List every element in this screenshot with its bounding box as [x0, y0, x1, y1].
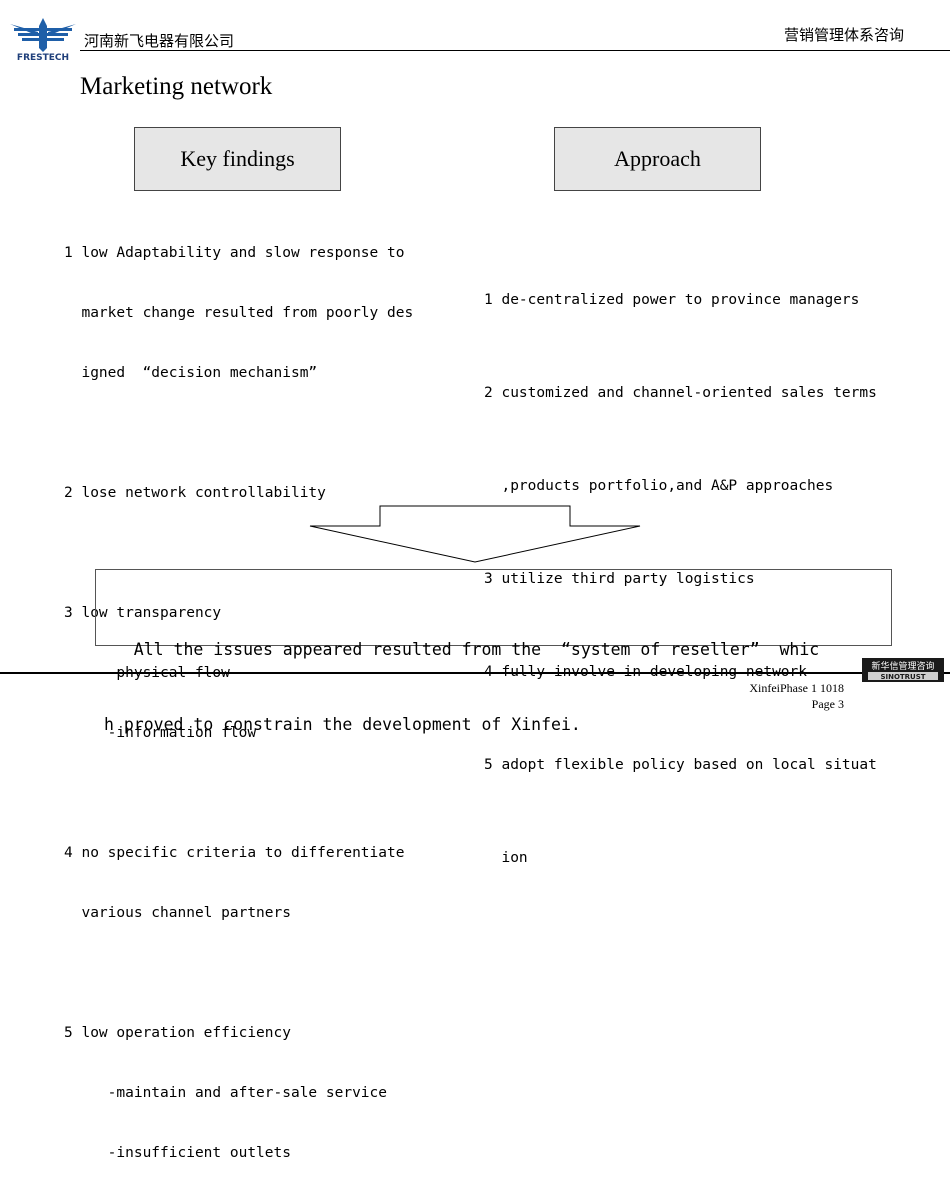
findings-line: -maintain and after-sale service [64, 1085, 388, 1101]
company-name: 河南新飞电器有限公司 [84, 32, 235, 50]
findings-line: 2 lose network controllability [64, 485, 326, 501]
logo-text-top: 新华信管理咨询 [871, 660, 934, 672]
findings-line: 4 no specific criteria to differentiate [64, 845, 405, 861]
conclusion-box [95, 569, 892, 646]
findings-line: igned “decision mechanism” [64, 365, 318, 381]
approach-line: ,products portfolio,and A&P approaches [484, 478, 834, 494]
down-arrow-icon [309, 505, 641, 563]
key-findings-box: Key findings [134, 127, 341, 191]
approach-line: 3 utilize third party logistics [484, 571, 755, 587]
footer-divider [0, 672, 950, 674]
approach-line: ion [484, 850, 528, 866]
header-title: 营销管理体系咨询 [784, 26, 905, 44]
logo-text-bottom: SINOTRUST [880, 673, 925, 681]
findings-line: 3 low transparency [64, 605, 222, 621]
conclusion-line: h proved to constrain the development of… [104, 715, 581, 734]
findings-line: ​ [64, 423, 413, 443]
findings-line: 5 low operation efficiency [64, 1025, 291, 1041]
approach-line: 1 de-centralized power to province manag… [484, 292, 860, 308]
logo-text: FRESTECH [17, 53, 69, 62]
footer-info: XinfeiPhase 1 1018 Page 3 [749, 680, 844, 712]
sinotrust-logo: 新华信管理咨询 SINOTRUST [862, 658, 944, 682]
frestech-logo: FRESTECH [10, 18, 76, 62]
approach-line: 2 customized and channel-oriented sales … [484, 385, 877, 401]
findings-line: -insufficient outlets [64, 1145, 291, 1161]
findings-line: ​ [64, 783, 413, 803]
findings-line: 1 low Adaptability and slow response to [64, 245, 405, 261]
approach-box: Approach [554, 127, 761, 191]
page-title: Marketing network [80, 73, 273, 100]
conclusion-text: All the issues appeared resulted from th… [104, 587, 819, 762]
findings-line: ​ [64, 963, 413, 983]
findings-line: various channel partners [64, 905, 291, 921]
findings-line: market change resulted from poorly des [64, 305, 414, 321]
doc-id: XinfeiPhase 1 1018 [749, 681, 844, 695]
conclusion-line: All the issues appeared resulted from th… [104, 640, 820, 659]
header-divider [80, 50, 950, 51]
page-number: Page 3 [811, 697, 844, 711]
